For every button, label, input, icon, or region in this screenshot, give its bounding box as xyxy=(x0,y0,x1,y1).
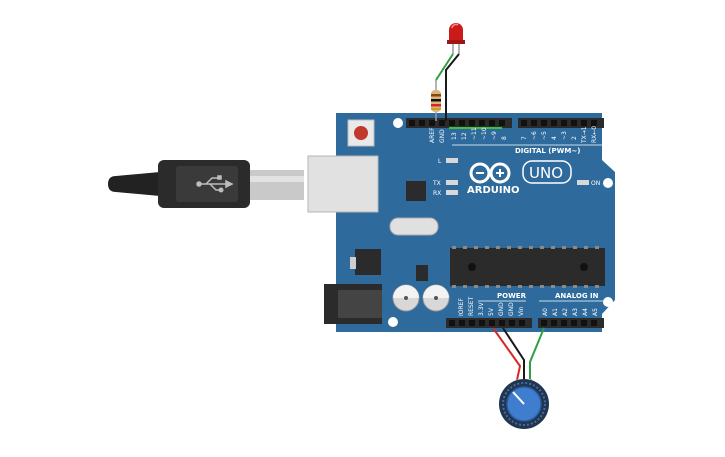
usb-symbol-icon xyxy=(196,175,234,193)
pin-label-8: 8 xyxy=(501,136,508,140)
crystal-oscillator xyxy=(389,217,439,236)
pin-label-11: ~11 xyxy=(471,127,478,140)
wire-pot-to-5v[interactable] xyxy=(492,327,522,381)
pin-label-a4: A4 xyxy=(582,308,589,316)
pin-label-gnd-2: GND xyxy=(508,302,515,316)
pin-label-12: 12 xyxy=(461,132,468,140)
resistor[interactable] xyxy=(431,80,441,121)
wire-led-to-gnd[interactable] xyxy=(445,53,460,121)
led-l xyxy=(446,158,458,163)
led-rx xyxy=(446,190,458,195)
capacitor xyxy=(392,284,420,312)
pin-label-5: ~5 xyxy=(541,131,548,140)
power-header[interactable] xyxy=(446,318,532,328)
pin-label-5v: 5V xyxy=(488,307,495,316)
pin-label-a1: A1 xyxy=(552,308,559,316)
mounting-hole xyxy=(393,118,403,128)
pin-label-2: 2 xyxy=(571,136,578,140)
model-badge xyxy=(522,160,572,184)
led-l-label: L xyxy=(438,158,442,165)
wire-led-to-resistor[interactable] xyxy=(435,53,454,81)
pin-label-13: 13 xyxy=(451,132,458,140)
pin-label-a5: A5 xyxy=(592,308,599,316)
led-tx xyxy=(446,180,458,185)
pin-label-9: ~9 xyxy=(491,131,498,140)
pin-label-vin: Vin xyxy=(518,306,525,316)
pin-label-6: ~6 xyxy=(531,131,538,140)
led-rx-label: RX xyxy=(433,190,441,197)
digital-header-left[interactable] xyxy=(406,118,512,128)
potentiometer-indicator xyxy=(512,391,525,405)
model-label: UNO xyxy=(529,164,563,182)
voltage-regulator xyxy=(355,249,381,275)
power-header-label: POWER xyxy=(497,292,527,300)
digital-header-label: DIGITAL (PWM~) xyxy=(515,147,580,155)
capacitor xyxy=(422,284,450,312)
led-on xyxy=(577,180,589,185)
led-on-label: ON xyxy=(591,180,600,187)
arduino-uno-board[interactable]: AREF GND 13 12 ~11 ~10 ~9 8 7 ~6 ~5 4 ~3… xyxy=(307,113,615,332)
pin-label-ioref: IOREF xyxy=(458,298,465,316)
wire-pot-to-a0[interactable] xyxy=(529,327,545,379)
atmega-chip xyxy=(450,246,605,288)
pin-label-gnd-1: GND xyxy=(498,302,505,316)
pin-label-10: ~10 xyxy=(481,127,488,140)
brand-label: ARDUINO xyxy=(467,185,519,196)
usb-cable[interactable] xyxy=(108,160,304,208)
pin-label-gnd: GND xyxy=(439,129,446,143)
pin-label-reset: RESET xyxy=(468,296,475,316)
potentiometer[interactable] xyxy=(499,379,549,429)
mounting-hole xyxy=(388,317,398,327)
pin-label-a0: A0 xyxy=(542,308,549,316)
reset-button[interactable] xyxy=(347,119,375,147)
analog-header-label: ANALOG IN xyxy=(555,292,599,300)
pin-label-rx: RX←0 xyxy=(591,126,598,143)
mounting-hole xyxy=(603,297,613,307)
pin-label-4: 4 xyxy=(551,136,558,140)
pin-label-a3: A3 xyxy=(572,308,579,316)
usb-chip xyxy=(406,181,426,201)
usb-b-jack xyxy=(307,155,379,213)
pin-label-tx: TX→1 xyxy=(581,126,588,144)
pin-label-3v3: 3.3V xyxy=(478,301,485,316)
arduino-logo-icon xyxy=(469,162,511,184)
pin-label-7: 7 xyxy=(521,136,528,140)
red-led[interactable] xyxy=(447,23,465,54)
usb-plug-shell xyxy=(250,170,304,200)
analog-header[interactable] xyxy=(538,318,604,328)
led-tx-label: TX xyxy=(432,180,441,187)
small-chip xyxy=(416,265,428,281)
pin-label-3: ~3 xyxy=(561,131,568,140)
wire-pot-to-gnd[interactable] xyxy=(502,327,525,379)
digital-header-right[interactable] xyxy=(518,118,604,128)
pin-label-a2: A2 xyxy=(562,308,569,316)
pin-label-aref: AREF xyxy=(429,127,436,143)
mounting-hole xyxy=(603,178,613,188)
